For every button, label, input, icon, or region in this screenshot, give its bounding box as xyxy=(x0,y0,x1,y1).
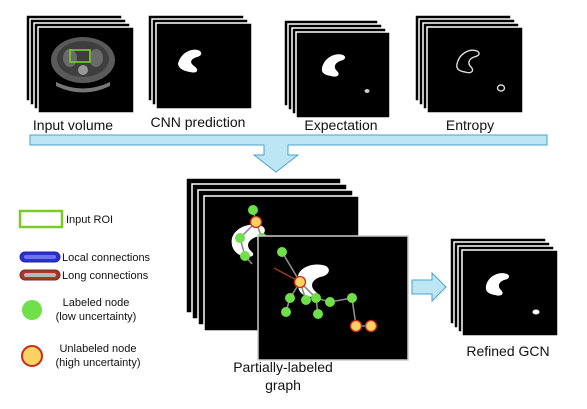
roi-box xyxy=(69,49,91,63)
ct-slice-image xyxy=(51,37,115,93)
legend-labeled-line1: Labeled node xyxy=(63,297,130,309)
legend-long-label: Long connections xyxy=(62,270,149,282)
refined-gcn-stack xyxy=(449,237,559,337)
entropy-outline xyxy=(456,49,480,74)
expectation-label: Expectation xyxy=(304,117,377,133)
refined-gcn-label: Refined GCN xyxy=(466,343,549,359)
legend-unlabeled-line1: Unlabeled node xyxy=(59,343,136,355)
legend-roi-label: Input ROI xyxy=(66,214,113,226)
entropy-label: Entropy xyxy=(446,117,494,133)
graph-stack xyxy=(185,177,409,361)
cnn-prediction-label: CNN prediction xyxy=(151,114,246,130)
legend-long-swatch-inner xyxy=(24,273,56,277)
front-graph xyxy=(273,247,378,333)
cnn-prediction-stack xyxy=(147,14,253,110)
right-arrow xyxy=(411,271,447,303)
expectation-stack xyxy=(283,19,391,119)
cnn-segmentation-blob xyxy=(178,49,202,73)
legend-unlabeled-line2: (high uncertainty) xyxy=(56,357,141,369)
legend-labeled-node-swatch xyxy=(22,300,42,320)
legend-roi-swatch xyxy=(18,209,64,229)
legend-labeled-line2: (low uncertainty) xyxy=(56,311,137,323)
refined-blob xyxy=(485,273,510,296)
expectation-blob xyxy=(321,54,346,77)
legend-local-label: Local connections xyxy=(62,252,151,264)
legend-local-swatch-inner xyxy=(24,255,56,259)
big-down-arrow xyxy=(29,134,548,173)
legend-unlabeled-node-swatch xyxy=(21,345,43,367)
graph-label-line2: graph xyxy=(265,377,301,393)
graph-label-line1: Partially-labeled xyxy=(233,359,333,375)
legend: Input ROI Local connections Long connect… xyxy=(18,209,151,369)
input-volume-stack xyxy=(25,14,135,114)
entropy-stack xyxy=(414,14,524,114)
input-volume-label: Input volume xyxy=(33,117,113,133)
